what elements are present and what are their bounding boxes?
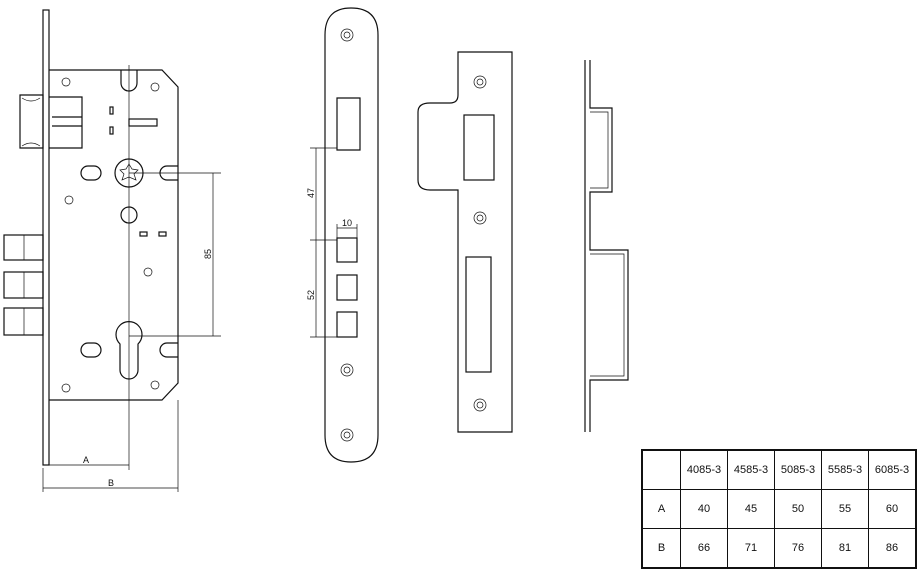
- table-cell: 45: [727, 489, 775, 529]
- table-cell: 71: [727, 528, 775, 569]
- latch-bolt: [19, 94, 83, 149]
- table-row: B 66 71 76 81 86: [641, 528, 917, 569]
- forend-plate: [42, 9, 50, 466]
- table-row: A 40 45 50 55 60: [641, 489, 917, 529]
- cylinder-hole: [115, 321, 143, 380]
- dim-85: 85: [203, 249, 213, 259]
- table-cell: 86: [868, 528, 917, 569]
- dim-b-label: B: [108, 478, 114, 488]
- row-label: B: [641, 528, 681, 569]
- dimension-table: 4085-3 4585-3 5085-3 5585-3 6085-3 A 40 …: [641, 449, 917, 569]
- table-cell: 50: [774, 489, 822, 529]
- dim-10: 10: [342, 218, 352, 228]
- table-cell: 81: [821, 528, 869, 569]
- table-cell: 76: [774, 528, 822, 569]
- deadbolts: [3, 234, 44, 336]
- lock-case: [49, 69, 179, 401]
- table-header: 4585-3: [727, 449, 775, 490]
- table-header: 6085-3: [868, 449, 917, 490]
- strike-plate-view: [417, 51, 513, 433]
- table-header-row: 4085-3 4585-3 5085-3 5585-3 6085-3: [641, 449, 917, 490]
- dim-a-label: A: [83, 455, 89, 465]
- table-header: 5085-3: [774, 449, 822, 490]
- row-label: A: [641, 489, 681, 529]
- forend-face-view: 47 52 10: [306, 7, 379, 463]
- lock-body-view: 85 A B: [3, 9, 221, 492]
- strike-profile-view: [584, 60, 629, 432]
- table-cell: 60: [868, 489, 917, 529]
- table-cell: 66: [680, 528, 728, 569]
- table-header: 5585-3: [821, 449, 869, 490]
- dim-52: 52: [306, 290, 316, 300]
- table-cell: 40: [680, 489, 728, 529]
- table-cell: 55: [821, 489, 869, 529]
- dim-47: 47: [306, 188, 316, 198]
- table-header: 4085-3: [680, 449, 728, 490]
